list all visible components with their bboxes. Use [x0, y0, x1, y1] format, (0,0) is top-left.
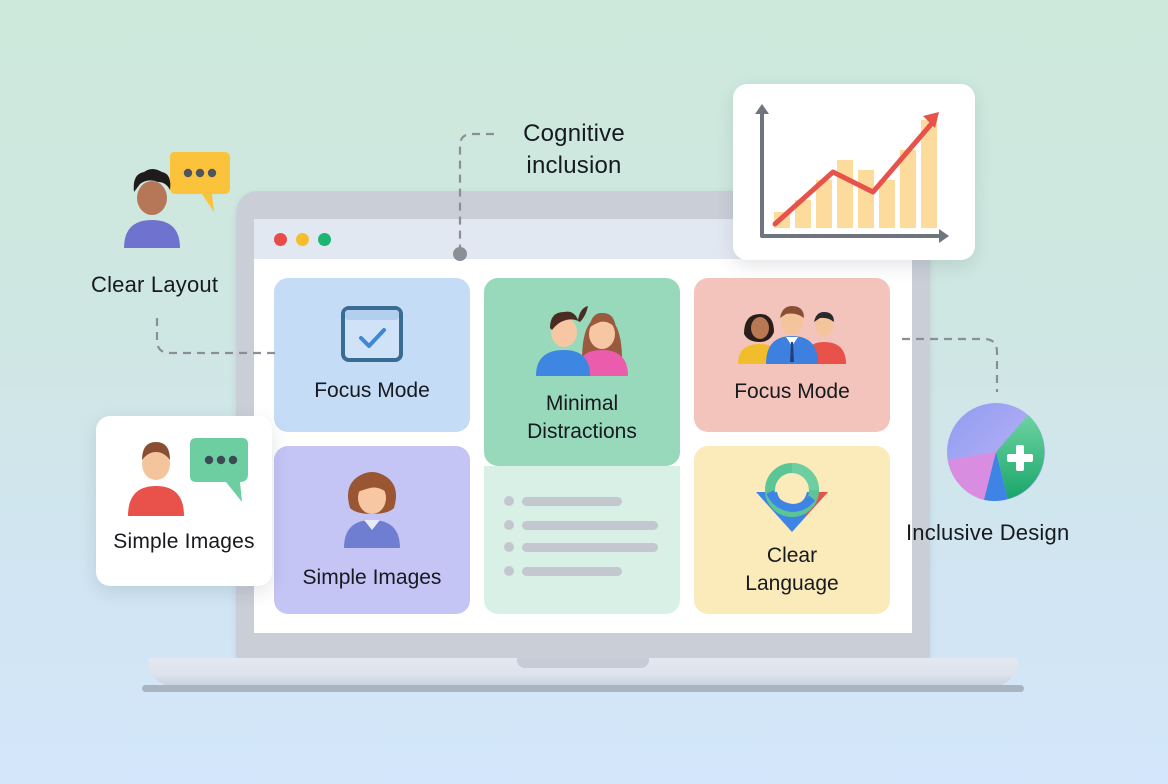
card-simple-images[interactable]: Simple Images: [274, 446, 470, 614]
window-minimize-button[interactable]: [296, 233, 309, 246]
rising-bar-chart-icon: [755, 104, 949, 243]
simple-images-panel-label: Simple Images: [113, 530, 255, 553]
checkbox-window-icon: [341, 306, 403, 362]
woman-avatar-icon: [344, 472, 400, 548]
pie-chart-plus-icon: [947, 403, 1045, 502]
card-title: Simple Images: [302, 566, 442, 589]
clear-layout-label: Clear Layout: [91, 272, 219, 297]
card-clear-language[interactable]: Clear Language: [694, 446, 890, 614]
two-people-icon: [536, 306, 628, 376]
laptop-notch: [517, 658, 649, 668]
inclusive-design-label: Inclusive Design: [906, 520, 1070, 545]
card-focus-mode-group[interactable]: Focus Mode: [694, 278, 890, 432]
cognitive-inclusion-line2: inclusion: [526, 152, 622, 179]
simple-images-panel: Simple Images: [96, 416, 272, 586]
chevron-ring-icon: [756, 463, 828, 532]
card-title-line2: Distractions: [527, 420, 637, 443]
cognitive-inclusion-label: Cognitive inclusion: [496, 118, 652, 182]
person-with-speech-bubble-icon: [124, 152, 230, 248]
card-title: Focus Mode: [734, 380, 850, 403]
card-title: Focus Mode: [314, 379, 430, 402]
card-title-line2: Language: [745, 572, 839, 595]
card-text-list[interactable]: [484, 466, 680, 614]
window-close-button[interactable]: [274, 233, 287, 246]
card-title-line1: Minimal: [545, 392, 619, 415]
bullet-list-icon: [504, 496, 664, 586]
rising-chart-panel: [733, 84, 975, 260]
window-maximize-button[interactable]: [318, 233, 331, 246]
group-of-people-icon: [738, 306, 846, 364]
laptop-base-foot: [142, 685, 1024, 692]
person-with-chat-bubble-icon: [128, 438, 248, 516]
card-title-line1: Clear: [766, 544, 818, 567]
cognitive-inclusion-line1: Cognitive: [523, 120, 625, 147]
card-minimal-distractions[interactable]: Minimal Distractions: [484, 278, 680, 466]
card-focus-mode[interactable]: Focus Mode: [274, 278, 470, 432]
